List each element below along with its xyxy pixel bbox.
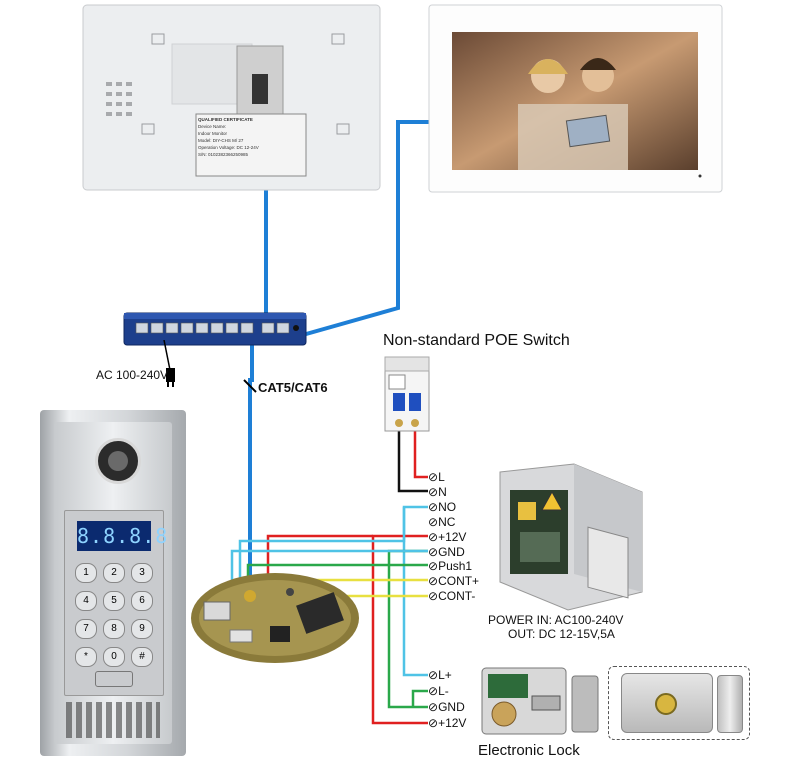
terminal-lplus: ⊘L+ — [428, 668, 452, 682]
power-supply-unit — [499, 463, 643, 611]
terminal-gnd: ⊘GND — [428, 545, 465, 559]
key-cylinder-icon — [655, 693, 677, 715]
wire-12v — [371, 534, 428, 725]
keypad-key[interactable]: 2 — [103, 563, 125, 583]
terminal-push1: ⊘Push1 — [428, 559, 473, 573]
lock-title: Electronic Lock — [478, 742, 580, 759]
outdoor-unit-circuit-board — [191, 573, 359, 663]
cert-line: S/N: 0102382366250985 — [198, 152, 249, 157]
keypad-key[interactable]: 4 — [75, 591, 97, 611]
terminal-l: ⊘L — [428, 470, 445, 484]
qualified-certificate: QUALIFIED CERTIFICATE Device Name: Indoo… — [198, 116, 302, 158]
poe-ports — [135, 322, 290, 334]
cable-marker — [243, 379, 257, 393]
terminal-label: CONT- — [438, 589, 476, 603]
terminal-label: CONT+ — [438, 574, 480, 588]
keypad-key[interactable]: 5 — [103, 591, 125, 611]
keypad-key[interactable]: 9 — [131, 619, 153, 639]
ac-input-label: AC 100-240V — [96, 368, 169, 382]
cert-line: Operation Voltage: DC 12-24V — [198, 145, 259, 150]
cable-label: CAT5/CAT6 — [258, 380, 328, 395]
wire-gnd — [387, 549, 428, 709]
power-out-label: OUT: DC 12-15V,5A — [508, 627, 615, 641]
speaker-grille — [106, 82, 132, 116]
terminal-lock-12v: ⊘+12V — [428, 716, 467, 730]
wire-gnd-lminus — [411, 689, 428, 707]
terminal-label: GND — [438, 700, 465, 714]
terminal-label: GND — [438, 545, 465, 559]
keypad-key[interactable]: 6 — [131, 591, 153, 611]
rfid-card-icon — [95, 671, 133, 687]
terminal-label: +12V — [438, 530, 467, 544]
keypad-key[interactable]: 0 — [103, 647, 125, 667]
poe-switch — [123, 312, 307, 346]
keypad-area: 8.8.8.8 1 2 3 4 5 6 7 8 9 * 0 # — [64, 510, 167, 696]
terminal-12v: ⊘+12V — [428, 530, 467, 544]
terminal-lminus: ⊘L- — [428, 684, 449, 698]
wire-live — [413, 428, 428, 479]
keypad-key[interactable]: 8 — [103, 619, 125, 639]
keypad-key[interactable]: 1 — [75, 563, 97, 583]
cert-line: Model: DIY-CHS M/ 27 — [198, 138, 244, 143]
poe-cable-monitor-front — [291, 120, 430, 340]
terminal-label: +12V — [438, 716, 467, 730]
poe-cable-outdoor — [248, 345, 254, 640]
terminal-label: NC — [438, 515, 456, 529]
cert-line: Indoor Monitor — [198, 131, 228, 136]
wire-neutral — [397, 428, 428, 493]
wire-no-to-lplus — [402, 505, 428, 677]
terminal-nc: ⊘NC — [428, 515, 456, 529]
terminal-label: L- — [438, 684, 449, 698]
electronic-lock-interior — [481, 667, 599, 735]
terminal-label: NO — [438, 500, 457, 514]
terminal-cont-minus: ⊘CONT- — [428, 589, 476, 603]
keypad-key[interactable]: 7 — [75, 619, 97, 639]
terminal-lock-gnd: ⊘GND — [428, 700, 465, 714]
keypad-key[interactable]: # — [131, 647, 153, 667]
outdoor-door-panel: 8.8.8.8 1 2 3 4 5 6 7 8 9 * 0 # — [40, 410, 186, 756]
indoor-monitor-back — [82, 4, 381, 191]
power-in-label: POWER IN: AC100-240V — [488, 613, 624, 627]
terminal-n: ⊘N — [428, 485, 447, 499]
cert-line: Device Name: — [198, 124, 227, 129]
terminal-label: Push1 — [438, 559, 473, 573]
circuit-breaker — [384, 356, 430, 432]
terminal-label: L — [438, 470, 445, 484]
ac-plug — [163, 340, 175, 387]
camera-icon — [95, 438, 141, 484]
switch-title: Non-standard POE Switch — [383, 332, 570, 349]
terminal-label: N — [438, 485, 447, 499]
terminal-cont-plus: ⊘CONT+ — [428, 574, 480, 588]
cert-title: QUALIFIED CERTIFICATE — [198, 117, 253, 122]
digit-display: 8.8.8.8 — [77, 521, 167, 551]
terminal-no: ⊘NO — [428, 500, 457, 514]
terminal-label: L+ — [438, 668, 452, 682]
wire-cyan-board-b — [238, 507, 406, 612]
electronic-lock-exterior — [608, 666, 750, 740]
keypad-key[interactable]: 3 — [131, 563, 153, 583]
keypad-key[interactable]: * — [75, 647, 97, 667]
indoor-monitor-front — [428, 4, 723, 193]
keypad-grid: 1 2 3 4 5 6 7 8 9 * 0 # — [75, 563, 153, 667]
speaker-grille — [66, 702, 160, 738]
